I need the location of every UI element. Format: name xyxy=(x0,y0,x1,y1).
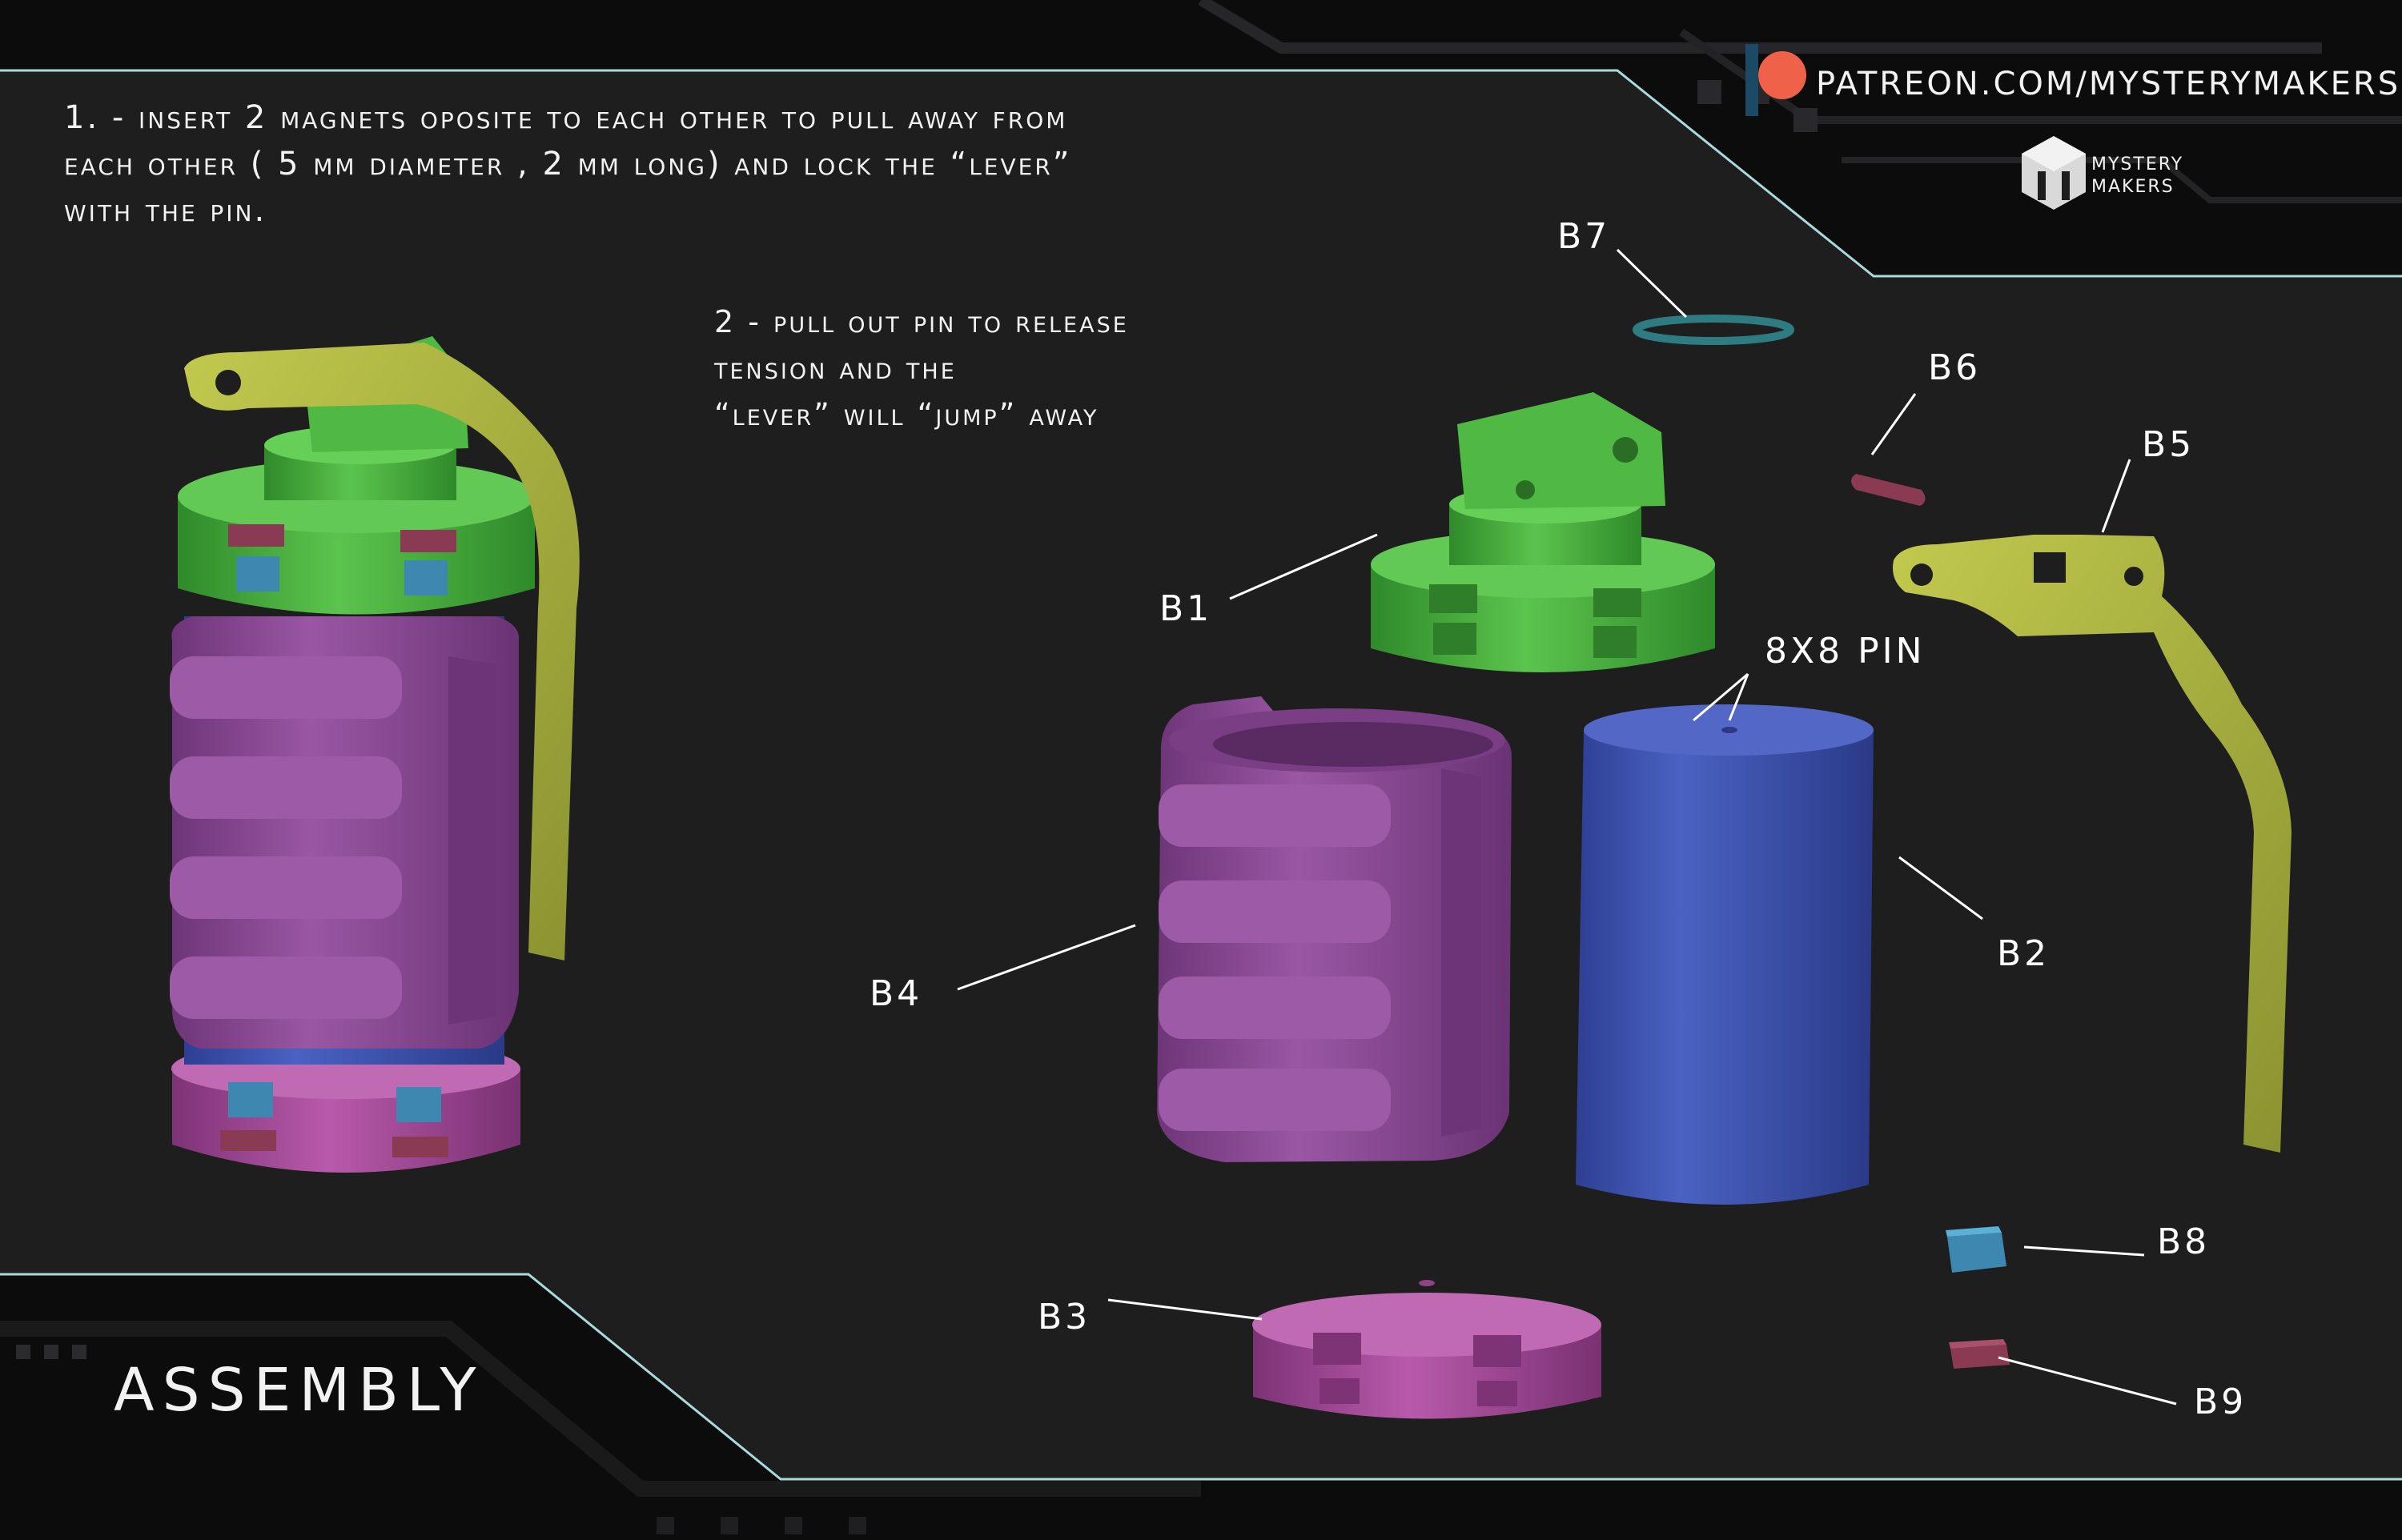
part-b2-core xyxy=(1576,704,1874,1205)
step2-line1: 2 - pull out pin to release xyxy=(714,304,1129,339)
part-b8-magnet xyxy=(1946,1226,2006,1273)
label-b8: B8 xyxy=(2157,1221,2210,1262)
step2-line3: “lever” will “jump” away xyxy=(714,397,1099,432)
branding: PATREON.COM/MYSTERYMAKERS MYSTERY MAKERS xyxy=(1758,51,2400,210)
step2-line2: tension and the xyxy=(713,351,957,386)
part-b1-top-cap xyxy=(1371,392,1715,672)
label-b6: B6 xyxy=(1928,347,1981,388)
section-title: ASSEMBLY xyxy=(114,1356,484,1425)
step1-line3: with the pin. xyxy=(64,192,267,229)
mystery-makers-logo-icon xyxy=(2022,136,2086,210)
part-labels: B7 B6 B5 B1 8X8 PIN B2 B4 B3 B8 B9 xyxy=(870,216,2247,1422)
label-b9: B9 xyxy=(2194,1382,2247,1422)
label-b7: B7 xyxy=(1557,216,1610,257)
part-b5-lever xyxy=(1893,535,2292,1153)
part-b9-magnet xyxy=(1949,1339,2010,1369)
assembled-grenade xyxy=(170,336,580,1173)
part-b4-sleeve xyxy=(1157,696,1512,1162)
instructions: 1. - insert 2 magnets oposite to each ot… xyxy=(64,99,1129,432)
part-b3-bottom-cap xyxy=(1252,1280,1601,1419)
logo-line1: MYSTERY xyxy=(2091,154,2183,174)
leader-lines xyxy=(957,248,2177,1406)
logo-line2: MAKERS xyxy=(2091,177,2175,197)
patreon-link[interactable]: PATREON.COM/MYSTERYMAKERS xyxy=(1816,66,2400,102)
part-b6-pin xyxy=(1851,474,1926,506)
patreon-icon xyxy=(1758,51,1806,99)
step1-line1: 1. - insert 2 magnets oposite to each ot… xyxy=(64,99,1067,136)
label-b1: B1 xyxy=(1159,588,1212,629)
step1-line2: each other ( 5 mm diameter , 2 mm long) … xyxy=(64,146,1072,182)
part-b7-ring xyxy=(1633,315,1794,345)
label-pin-note: 8X8 PIN xyxy=(1765,631,1926,672)
label-b3: B3 xyxy=(1038,1297,1091,1337)
label-b2: B2 xyxy=(1997,933,2050,974)
label-b5: B5 xyxy=(2142,424,2195,465)
label-b4: B4 xyxy=(870,973,922,1014)
